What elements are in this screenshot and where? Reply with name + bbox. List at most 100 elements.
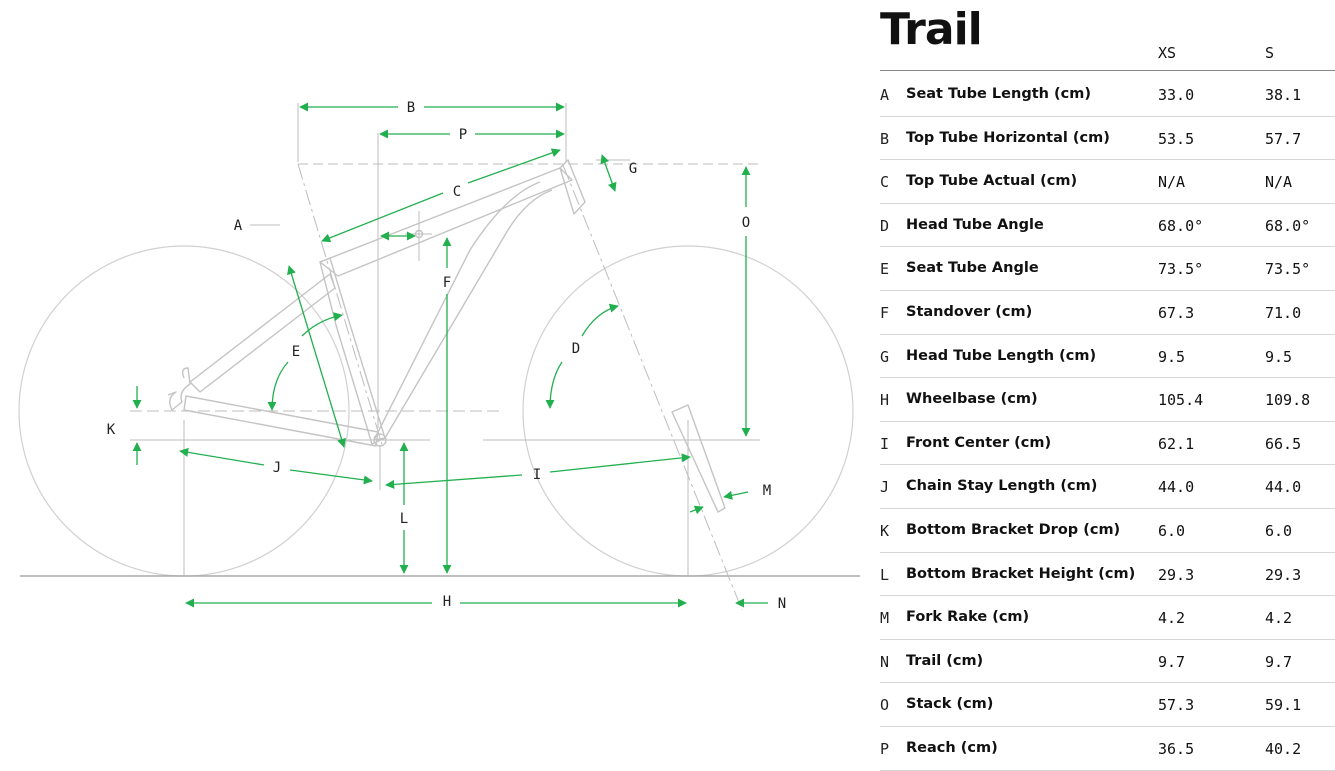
row-value-s: 109.8 [1265, 391, 1311, 410]
label-k: K [107, 422, 116, 438]
row-name: Top Tube Actual (cm) [906, 173, 1078, 190]
label-e: E [292, 344, 300, 360]
row-value-s: 9.5 [1265, 347, 1293, 366]
table-row: E Seat Tube Angle 73.5° 73.5° [880, 247, 1335, 291]
row-letter: A [880, 86, 890, 104]
row-value-xs: 29.3 [1158, 565, 1195, 584]
row-name: Fork Rake (cm) [906, 609, 1030, 626]
label-l: L [400, 511, 408, 527]
label-j: J [273, 460, 281, 476]
row-value-xs: 62.1 [1158, 434, 1195, 453]
row-value-xs: 68.0° [1158, 216, 1204, 235]
row-name: Trail (cm) [906, 652, 984, 669]
dimension-labels: A B C D E F G H I J K L M N O P [107, 100, 786, 612]
row-name: Bottom Bracket Drop (cm) [906, 521, 1121, 538]
table-row: O Stack (cm) 57.3 59.1 [880, 683, 1335, 727]
row-name: Top Tube Horizontal (cm) [906, 129, 1110, 146]
row-value-s: 73.5° [1265, 260, 1311, 279]
row-value-xs: 6.0 [1158, 521, 1186, 540]
table-row: P Reach (cm) 36.5 40.2 [880, 727, 1335, 771]
label-g: G [629, 161, 637, 177]
row-letter: H [880, 391, 890, 410]
row-name: Front Center (cm) [906, 434, 1052, 451]
row-letter: K [880, 521, 890, 540]
row-value-s: 6.0 [1265, 521, 1293, 540]
row-name: Seat Tube Angle [906, 260, 1039, 277]
row-name: Stack (cm) [906, 696, 994, 713]
row-value-xs: N/A [1158, 173, 1186, 192]
row-name: Wheelbase (cm) [906, 391, 1038, 408]
row-letter: E [880, 260, 890, 279]
row-letter: B [880, 129, 890, 148]
label-i: I [533, 467, 541, 483]
table-row: F Standover (cm) 67.3 71.0 [880, 291, 1335, 335]
row-letter: P [880, 739, 890, 758]
table-row: H Wheelbase (cm) 105.4 109.8 [880, 378, 1335, 422]
bike-geometry-diagram: A B C D E F G H I J K L M N O P [18, 100, 860, 612]
row-letter: N [880, 652, 890, 671]
row-value-xs: 9.5 [1158, 347, 1186, 366]
row-value-xs: 105.4 [1158, 391, 1204, 410]
row-value-s: 29.3 [1265, 565, 1302, 584]
row-value-s: 68.0° [1265, 216, 1311, 235]
label-b: B [407, 100, 415, 116]
row-value-xs: 4.2 [1158, 609, 1186, 628]
label-a: A [234, 218, 243, 234]
row-value-xs: 57.3 [1158, 696, 1195, 715]
row-letter: O [880, 696, 890, 715]
label-c: C [453, 184, 461, 200]
dimension-arrows [132, 102, 768, 608]
row-value-s: 66.5 [1265, 434, 1302, 453]
row-value-s: 57.7 [1265, 129, 1302, 148]
page-title: Trail [880, 4, 983, 55]
row-value-s: 71.0 [1265, 303, 1302, 322]
row-letter: C [880, 173, 890, 192]
table-row: D Head Tube Angle 68.0° 68.0° [880, 204, 1335, 248]
row-name: Head Tube Angle [906, 216, 1044, 233]
label-o: O [742, 215, 750, 231]
guide-lines [130, 103, 760, 611]
label-d: D [572, 341, 580, 357]
table-row: B Top Tube Horizontal (cm) 53.5 57.7 [880, 117, 1335, 161]
row-name: Chain Stay Length (cm) [906, 478, 1098, 495]
row-value-xs: 53.5 [1158, 129, 1195, 148]
row-letter: F [880, 303, 890, 322]
row-value-s: 4.2 [1265, 609, 1293, 628]
row-value-xs: 36.5 [1158, 739, 1195, 758]
row-name: Seat Tube Length (cm) [906, 86, 1091, 102]
table-header: XS S [880, 40, 1335, 71]
row-value-xs: 44.0 [1158, 478, 1195, 497]
row-value-xs: 67.3 [1158, 303, 1195, 322]
label-h: H [443, 594, 451, 610]
row-letter: L [880, 565, 890, 584]
column-header-s: S [1265, 44, 1275, 62]
table-row: G Head Tube Length (cm) 9.5 9.5 [880, 335, 1335, 379]
row-value-s: 38.1 [1265, 86, 1302, 104]
row-letter: I [880, 434, 890, 453]
row-letter: D [880, 216, 890, 235]
row-letter: G [880, 347, 890, 366]
row-value-xs: 73.5° [1158, 260, 1204, 279]
row-value-s: 44.0 [1265, 478, 1302, 497]
row-name: Head Tube Length (cm) [906, 347, 1097, 364]
column-header-xs: XS [1158, 44, 1177, 62]
table-row: I Front Center (cm) 62.1 66.5 [880, 422, 1335, 466]
row-name: Reach (cm) [906, 739, 998, 756]
table-row: M Fork Rake (cm) 4.2 4.2 [880, 596, 1335, 640]
label-m: M [763, 483, 771, 499]
row-name: Bottom Bracket Height (cm) [906, 565, 1136, 582]
row-value-s: 9.7 [1265, 652, 1293, 671]
row-letter: M [880, 609, 890, 628]
label-f: F [443, 275, 451, 291]
row-value-s: 59.1 [1265, 696, 1302, 715]
table-row: K Bottom Bracket Drop (cm) 6.0 6.0 [880, 509, 1335, 553]
row-name: Standover (cm) [906, 303, 1033, 320]
row-value-s: 40.2 [1265, 739, 1302, 758]
label-n: N [778, 596, 786, 612]
